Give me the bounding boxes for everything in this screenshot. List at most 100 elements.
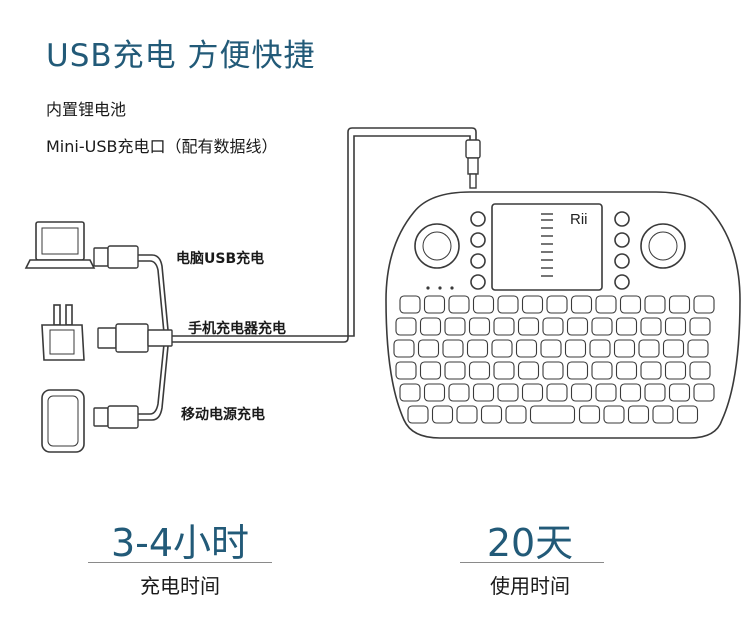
keyboard-key [468,317,491,336]
keyboard-key [431,405,454,424]
keyboard-key [570,383,593,402]
keyboard-key [595,383,617,402]
label-charger-charging: 手机充电器充电 [188,321,286,337]
charge-divider [88,562,272,563]
keyboard-key [419,317,442,336]
keyboard-key [472,295,495,314]
keyboard-key [423,383,446,402]
keyboard-key [546,383,568,402]
usb-plug-laptop-icon [93,245,139,269]
keyboard-key [542,361,564,380]
keyboard-key [466,339,489,358]
use-time-label: 使用时间 [490,574,570,598]
keyboard-key [613,339,636,358]
keyboard-key [493,317,515,336]
keyboard-key [395,317,417,336]
keyboard-key [542,317,564,336]
keyboard-key [497,295,519,314]
feature-mini-usb: Mini-USB充电口（配有数据线） [46,137,278,156]
keyboard-key [578,405,601,424]
keyboard-key [662,339,685,358]
keyboard-key [407,405,429,424]
keyboard-key [627,405,650,424]
keyboard-key [615,317,638,336]
keyboard-key [505,405,527,424]
keyboard-key [444,361,466,380]
label-pc-charging: 电脑USB充电 [176,251,265,267]
keyboard-key [493,361,515,380]
keyboard-key [521,295,544,314]
keyboard-key [497,383,519,402]
keyboard-key [664,317,687,336]
device-brand: Rii [570,211,588,228]
keyboard-key [517,361,540,380]
keyboard-key [564,339,587,358]
usb-plug-charger-icon [97,323,173,353]
keyboard-key [640,317,662,336]
scroll-strip-icon [541,213,553,277]
keyboard-key [515,339,538,358]
charge-time-label: 充电时间 [140,574,220,598]
keyboard-key [689,361,711,380]
keyboard-key [589,339,611,358]
keyboard-key [448,383,470,402]
keyboard-key [468,361,491,380]
keyboard-key [529,405,576,424]
keyboard-key [521,383,544,402]
keyboard-key [393,339,415,358]
feature-battery: 内置锂电池 [46,100,127,119]
keyboard-key [456,405,478,424]
keyboard-key [566,361,589,380]
keyboard-key [644,295,666,314]
keyboard-key [687,339,709,358]
key-grid [393,295,715,424]
keyboard-key [540,339,562,358]
usb-plug-powerbank-icon [93,405,139,429]
keyboard-key [591,361,613,380]
keyboard-key [395,361,417,380]
keyboard-key [591,317,613,336]
keyboard-key [480,405,503,424]
keyboard-key [423,295,446,314]
keyboard-key [644,383,666,402]
keyboard-key [566,317,589,336]
keyboard-key [603,405,625,424]
indicator-dots [426,286,454,290]
keyboard-key [668,295,691,314]
keyboard-key [664,361,687,380]
use-divider [460,562,604,563]
keyboard-key [517,317,540,336]
keyboard-key [442,339,464,358]
mini-usb-plug-icon [465,139,481,189]
keyboard-key [417,339,440,358]
page-title: USB充电 方便快捷 [46,38,316,74]
keyboard-key [448,295,470,314]
keyboard-key [570,295,593,314]
keyboard-key [444,317,466,336]
wall-charger-icon [41,304,85,361]
keyboard-key [472,383,495,402]
keyboard-key [652,405,674,424]
keyboard-key [640,361,662,380]
keyboard-key [689,317,711,336]
keyboard-key [693,383,715,402]
keyboard-key [638,339,660,358]
keyboard-key [619,383,642,402]
keyboard-key [615,361,638,380]
keyboard-key [595,295,617,314]
power-bank-icon [41,389,85,453]
keyboard-key [668,383,691,402]
keyboard-key [546,295,568,314]
charge-time-value: 3-4小时 [110,521,250,565]
keyboard-key [676,405,699,424]
keyboard-key [491,339,513,358]
use-time-value: 20天 [486,521,574,565]
label-powerbank-charging: 移动电源充电 [181,407,265,423]
keyboard-key [399,295,421,314]
charging-diagram: Rii [24,127,741,453]
laptop-icon [24,221,96,269]
keyboard-key [399,383,421,402]
keyboard-key [693,295,715,314]
keyboard-key [619,295,642,314]
keyboard-key [419,361,442,380]
